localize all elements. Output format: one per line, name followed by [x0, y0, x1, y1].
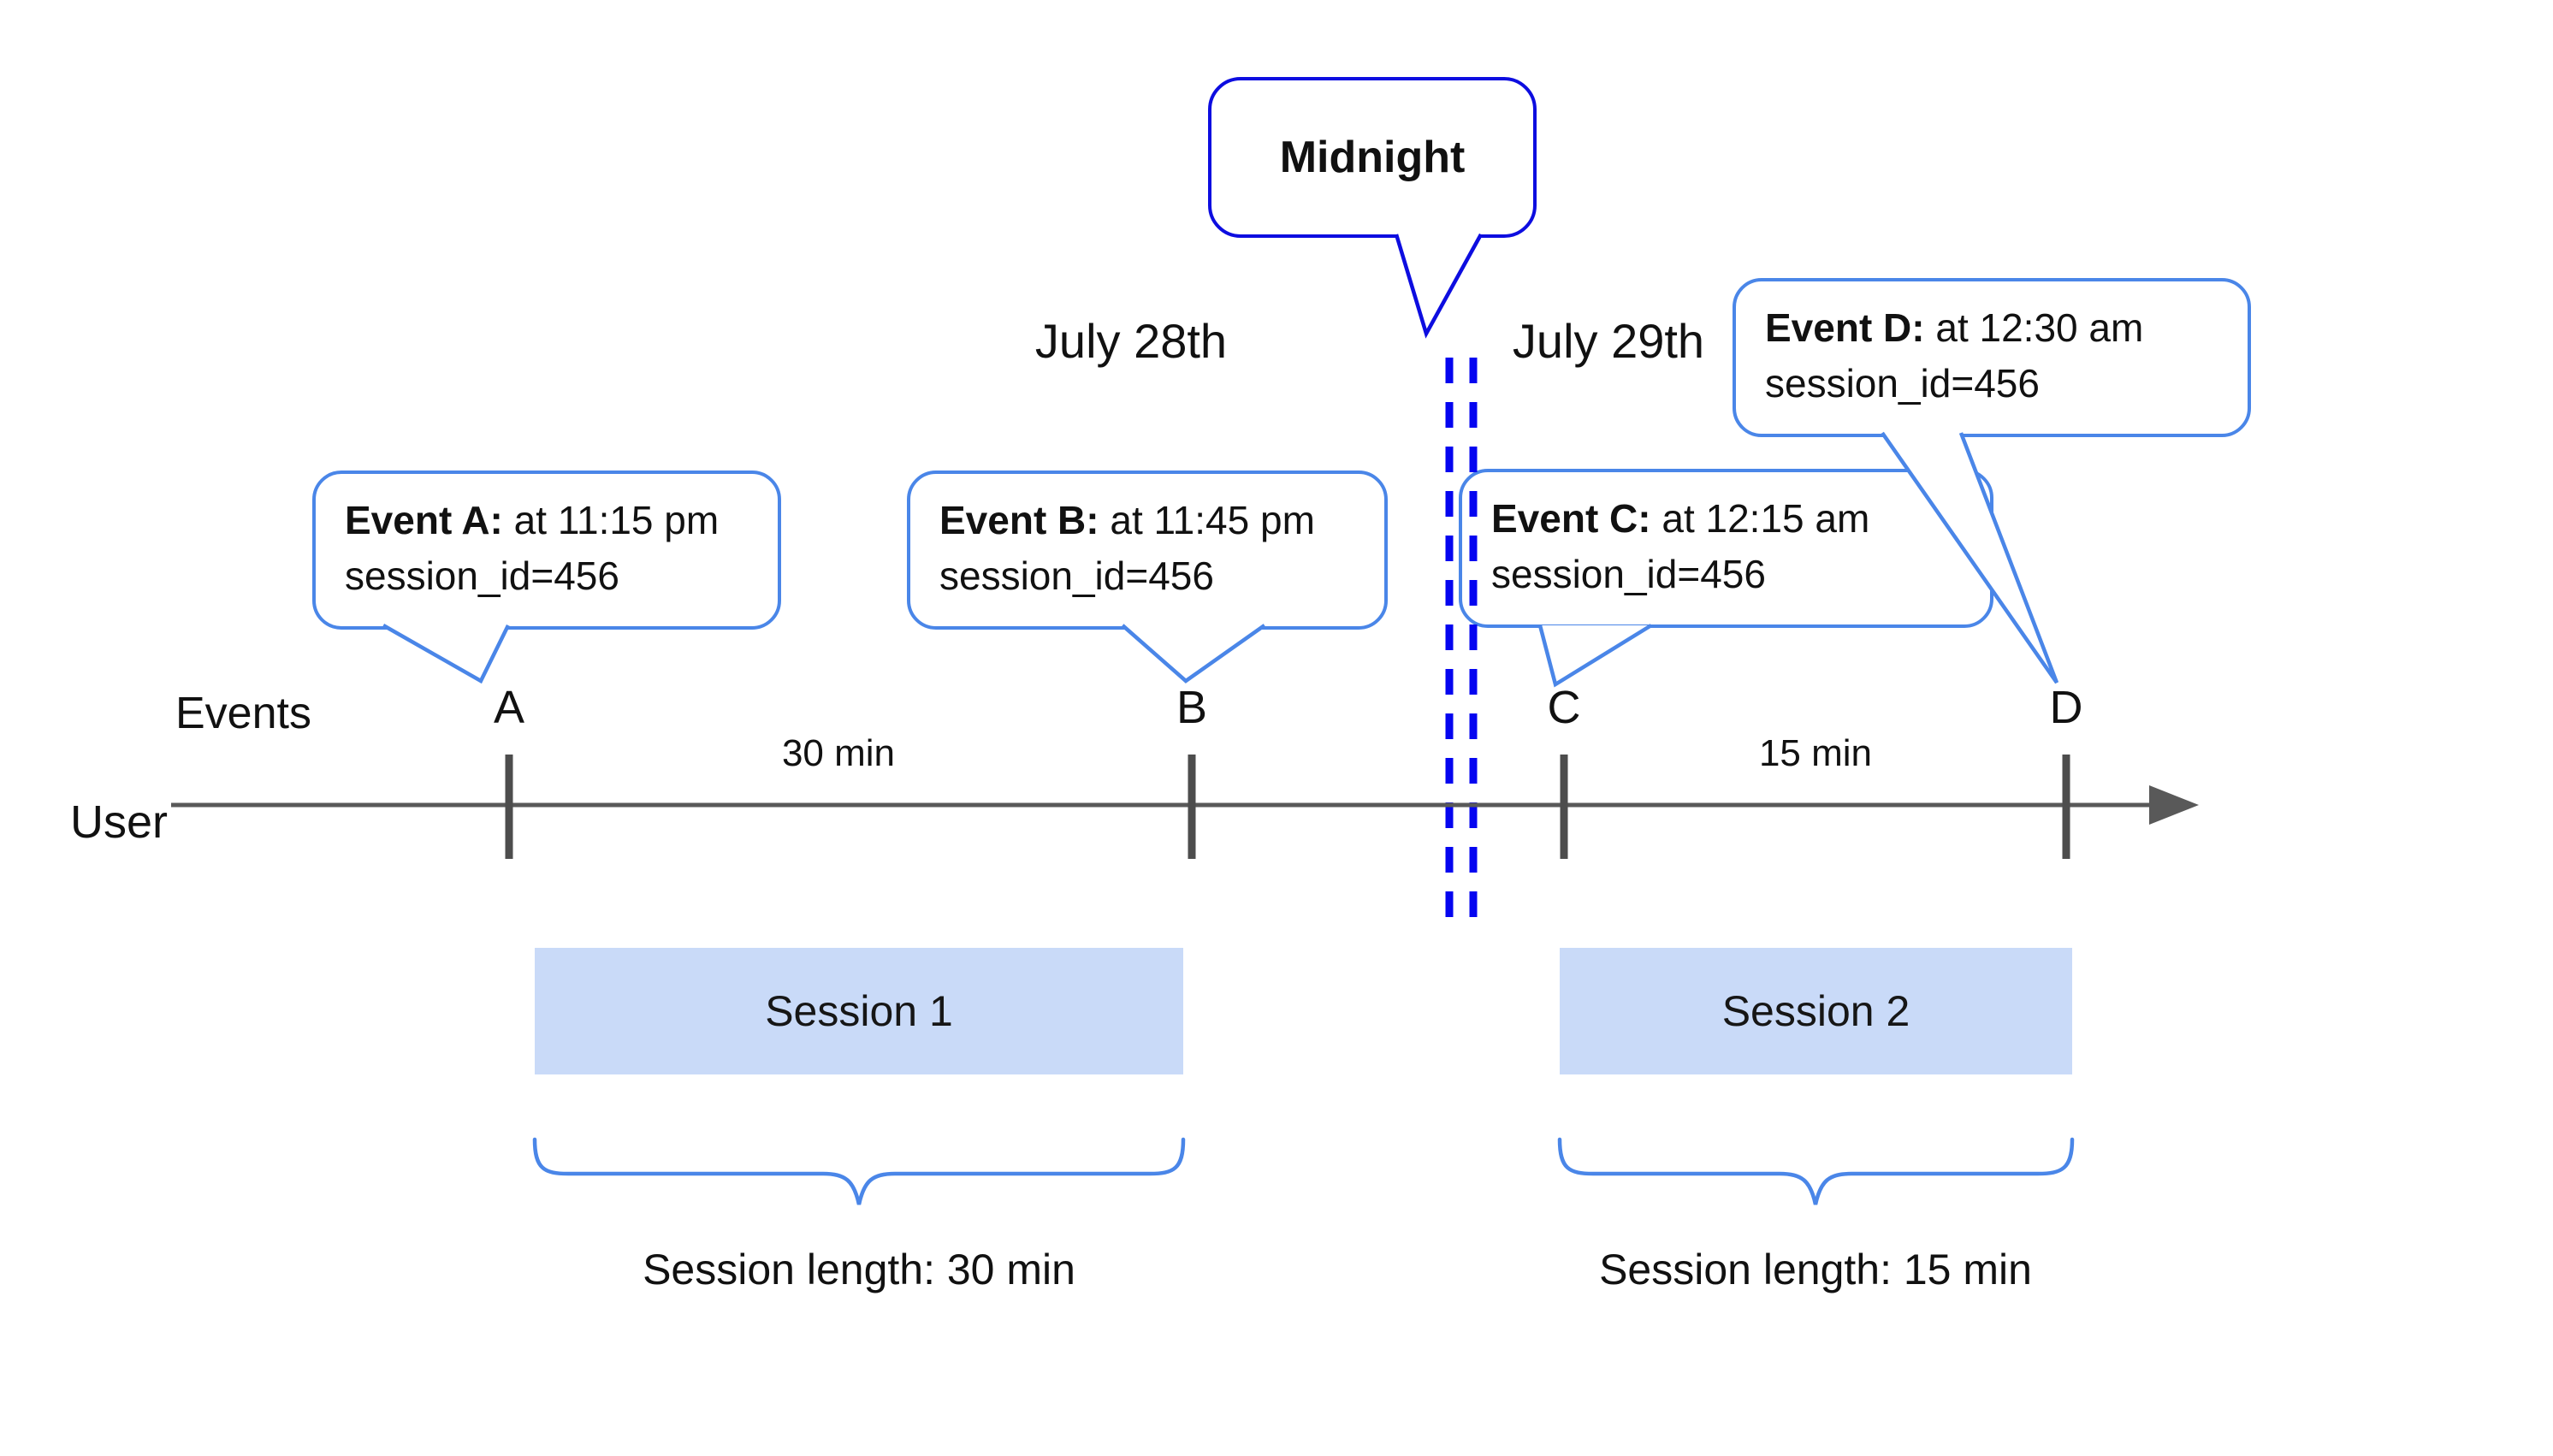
midnight-label: Midnight [1279, 133, 1466, 182]
event-c-callout: Event C: at 12:15 am session_id=456 [1459, 469, 1993, 628]
session-2-brace [1557, 1137, 2075, 1205]
event-a-callout: Event A: at 11:15 pm session_id=456 [312, 471, 781, 630]
session-1-length-label: Session length: 30 min [643, 1246, 1075, 1293]
event-d-title: Event D: [1765, 305, 1925, 350]
event-c-time: at 12:15 am [1650, 496, 1870, 541]
event-d-time: at 12:30 am [1924, 305, 2144, 350]
session-1-box: Session 1 [535, 948, 1183, 1074]
events-axis-label: Events [175, 689, 311, 738]
session-2-label: Session 2 [1721, 987, 1910, 1035]
event-c-title: Event C: [1491, 496, 1651, 541]
event-d-callout: Event D: at 12:30 am session_id=456 [1733, 278, 2251, 437]
midnight-callout: Midnight [1208, 77, 1537, 238]
event-c-callout-tail [1537, 624, 1653, 688]
session-1-label: Session 1 [765, 987, 953, 1035]
user-axis-label: User [70, 796, 169, 848]
interval-label-30min: 30 min [781, 732, 896, 774]
event-b-line1: Event B: at 11:45 pm [939, 493, 1354, 548]
event-d-line1: Event D: at 12:30 am [1765, 300, 2217, 356]
event-c-line1: Event C: at 12:15 am [1491, 491, 1959, 547]
tick-label-b: B [1176, 682, 1208, 733]
midnight-callout-tail [1394, 233, 1483, 339]
event-b-callout-tail [1121, 624, 1266, 684]
session-1-brace [532, 1137, 1186, 1205]
tick-label-c: C [1547, 682, 1581, 733]
event-a-callout-tail [382, 624, 511, 684]
date-label-july-29: July 29th [1512, 314, 1705, 368]
session-2-box: Session 2 [1560, 948, 2072, 1074]
event-a-session: session_id=456 [345, 553, 619, 598]
event-a-line1: Event A: at 11:15 pm [345, 493, 747, 548]
tick-label-d: D [2049, 682, 2083, 733]
event-c-session: session_id=456 [1491, 552, 1766, 596]
event-a-title: Event A: [345, 498, 503, 542]
interval-label-15min: 15 min [1758, 732, 1873, 774]
session-2-length-label: Session length: 15 min [1599, 1246, 2032, 1293]
event-a-time: at 11:15 pm [502, 498, 720, 542]
date-label-july-28: July 28th [1034, 314, 1228, 368]
event-b-session: session_id=456 [939, 553, 1214, 598]
event-b-callout: Event B: at 11:45 pm session_id=456 [907, 471, 1388, 630]
event-d-session: session_id=456 [1765, 361, 2040, 405]
timeline-arrowhead [2149, 785, 2199, 825]
event-b-time: at 11:45 pm [1099, 498, 1315, 542]
event-b-title: Event B: [939, 498, 1099, 542]
tick-label-a: A [493, 682, 525, 733]
